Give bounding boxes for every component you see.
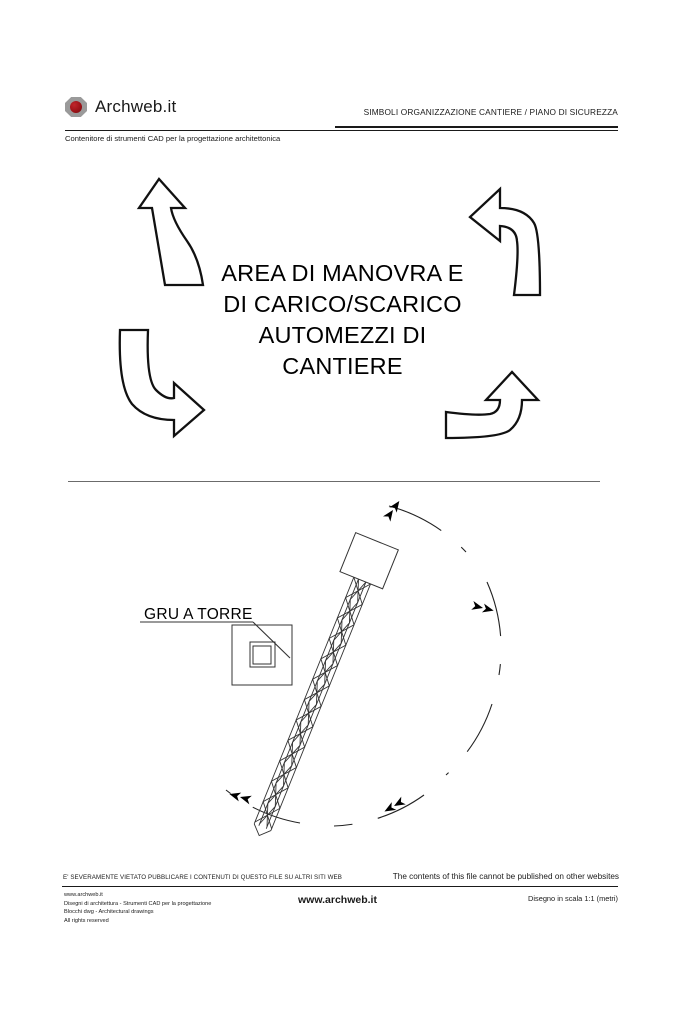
maneuver-area-title: AREA DI MANOVRA E DI CARICO/SCARICO AUTO… xyxy=(178,258,508,382)
slew-arc xyxy=(225,505,502,827)
arrow-top-left-icon xyxy=(136,177,205,287)
crane-label: GRU A TORRE xyxy=(144,606,253,623)
header-rule-right xyxy=(335,126,618,128)
archweb-cube-logo-icon xyxy=(65,96,87,118)
tower-crane-diagram xyxy=(0,490,685,860)
footer-site-link[interactable]: www.archweb.it xyxy=(298,894,377,906)
header-title: SIMBOLI ORGANIZZAZIONE CANTIERE / PIANO … xyxy=(363,107,618,117)
crane-base-plan xyxy=(231,624,293,686)
arrow-bottom-right-icon xyxy=(444,370,541,440)
maneuver-line-2: DI CARICO/SCARICO xyxy=(223,291,462,317)
footer-left-block: www.archweb.it Disegni di architettura -… xyxy=(64,891,211,925)
maneuver-line-3: AUTOMEZZI DI xyxy=(258,322,427,348)
footer-rule xyxy=(62,886,618,887)
maneuver-line-4: CANTIERE xyxy=(282,353,403,379)
maneuver-line-1: AREA DI MANOVRA E xyxy=(221,260,464,286)
header-subtitle: Contenitore di strumenti CAD per la prog… xyxy=(65,134,281,143)
footer-left-line-3: Blocchi dwg - Architectural drawings xyxy=(64,909,154,916)
archweb-logo[interactable]: Archweb.it xyxy=(65,96,176,118)
footer-left-line-2: Disegni di architettura - Strumenti CAD … xyxy=(64,900,212,907)
page-header: Archweb.it SIMBOLI ORGANIZZAZIONE CANTIE… xyxy=(65,96,618,132)
maneuver-area-block: AREA DI MANOVRA E DI CARICO/SCARICO AUTO… xyxy=(0,170,685,460)
crane-lattice-boom xyxy=(253,532,399,837)
logo-text: Archweb.it xyxy=(95,97,177,116)
footer-warning-en: The contents of this file cannot be publ… xyxy=(392,872,619,881)
section-divider xyxy=(68,481,600,482)
footer-warning-it: E' SEVERAMENTE VIETATO PUBBLICARE I CONT… xyxy=(63,874,342,881)
arrow-top-right-icon xyxy=(468,186,542,297)
footer-scale-note: Disegno in scala 1:1 (metri) xyxy=(528,894,618,903)
crane-leader-line xyxy=(140,621,291,659)
footer-left-line-4: All rights reserved xyxy=(64,917,109,924)
crane-svg xyxy=(140,500,502,837)
footer-left-line-1: www.archweb.it xyxy=(64,892,103,898)
arrow-bottom-left-icon xyxy=(118,328,206,439)
header-rule-full xyxy=(65,130,618,131)
slew-direction-arrowheads xyxy=(229,500,494,812)
